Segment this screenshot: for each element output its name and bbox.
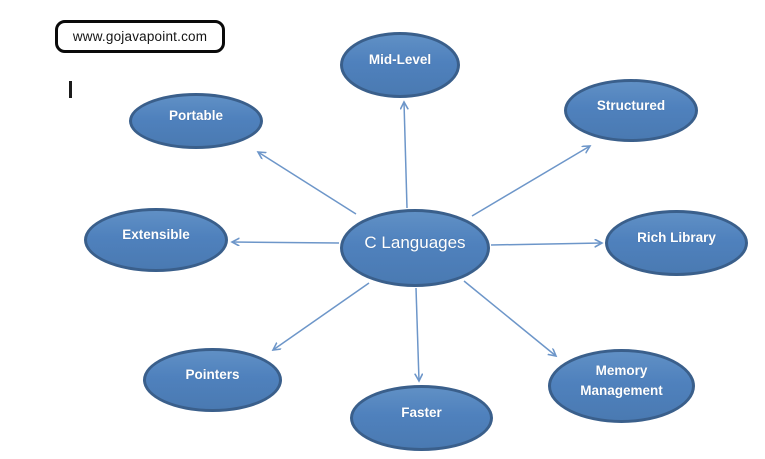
node-label: Memory Management [580, 363, 663, 398]
arrow-center-to-pointers [273, 282, 370, 350]
node-label: Faster [401, 405, 442, 421]
node-c-languages: C Languages [340, 209, 490, 287]
watermark-text: www.gojavapoint.com [72, 29, 208, 44]
node-label: C Languages [364, 232, 466, 252]
arrow-center-to-memory-management [463, 280, 556, 356]
arrow-center-to-mid-level [404, 102, 407, 209]
text-cursor [69, 81, 72, 98]
node-pointers: Pointers [143, 348, 282, 412]
node-faster: Faster [350, 385, 493, 451]
node-label: Mid-Level [368, 52, 432, 68]
node-label: Structured [596, 97, 666, 113]
node-label: Rich Library [637, 230, 716, 246]
node-extensible: Extensible [84, 208, 228, 272]
arrow-center-to-faster [416, 287, 419, 381]
node-rich-library: Rich Library [605, 210, 748, 276]
node-portable: Portable [129, 93, 263, 149]
node-label: Portable [168, 108, 223, 124]
node-label: Pointers [185, 367, 240, 383]
node-structured: Structured [564, 79, 698, 142]
node-mid-level: Mid-Level [340, 32, 460, 98]
arrow-center-to-structured [471, 146, 590, 217]
arrow-center-to-rich-library [490, 243, 602, 245]
node-label: Extensible [122, 227, 190, 243]
arrow-center-to-portable [258, 152, 357, 215]
watermark-box: www.gojavapoint.com [55, 20, 225, 53]
arrow-center-to-extensible [232, 242, 340, 243]
node-memory-management: Memory Management [548, 349, 695, 423]
